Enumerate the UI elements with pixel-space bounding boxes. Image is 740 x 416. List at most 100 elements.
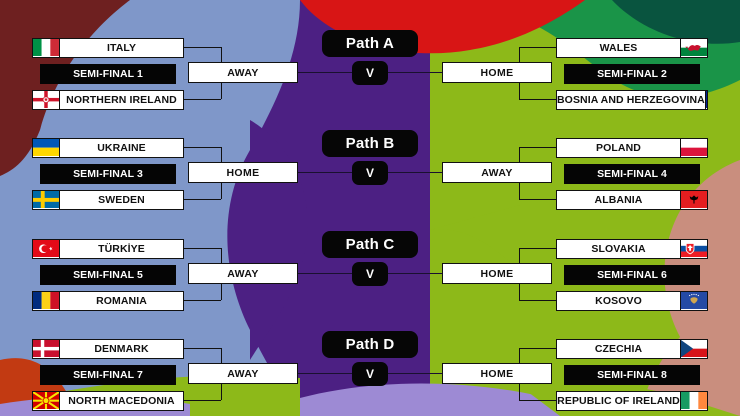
connector-right-top <box>519 248 556 250</box>
path-name: Path A <box>345 35 395 52</box>
team-name: DENMARK <box>94 342 149 355</box>
team-box-left-bottom[interactable]: NORTH MACEDONIA <box>32 391 184 411</box>
team-name: POLAND <box>596 141 641 154</box>
team-box-left-top[interactable]: UKRAINE <box>32 138 184 158</box>
versus-label: V <box>365 166 374 180</box>
semifinal-bar-right: SEMI-FINAL 6 <box>564 265 700 285</box>
venue-box-right: AWAY <box>442 162 552 183</box>
team-box-right-top[interactable]: SLOVAKIA <box>556 239 708 259</box>
team-name: SWEDEN <box>98 193 145 206</box>
connector-right-top <box>519 348 556 350</box>
team-name: CZECHIA <box>594 342 643 355</box>
flag-icon-albania <box>680 191 707 209</box>
team-name: SLOVAKIA <box>591 242 646 255</box>
team-box-right-bottom[interactable]: ALBANIA <box>556 190 708 210</box>
connector-right-bottom <box>519 199 556 201</box>
versus-badge: V <box>352 362 388 386</box>
connector-centre-right <box>388 273 442 275</box>
connector-right-bottom <box>519 99 556 101</box>
team-name: ALBANIA <box>594 193 643 206</box>
path-name: Path D <box>345 336 395 353</box>
team-box-right-bottom[interactable]: KOSOVO <box>556 291 708 311</box>
semifinal-bar-left: SEMI-FINAL 3 <box>40 164 176 184</box>
flag-icon-north-macedonia <box>33 392 60 410</box>
team-name: REPUBLIC OF IRELAND <box>557 394 680 407</box>
semifinal-label: SEMI-FINAL 4 <box>597 167 667 180</box>
connector-centre-right <box>388 72 442 74</box>
connector-left-bottom <box>184 99 221 101</box>
bracket-row-path-c: TÜRKİYE SEMI-FINAL 5 ROMANIA SLOVAKIA SE… <box>0 215 740 315</box>
connector-centre-right <box>388 373 442 375</box>
connector-centre-left <box>298 72 352 74</box>
flag-icon-denmark <box>33 340 60 358</box>
path-label-path-c: Path C <box>322 231 418 258</box>
team-box-right-bottom[interactable]: BOSNIA AND HERZEGOVINA <box>556 90 708 110</box>
versus-badge: V <box>352 61 388 85</box>
bracket-row-path-a: ITALY SEMI-FINAL 1 NORTHERN IRELAND WALE… <box>0 14 740 114</box>
connector-centre-left <box>298 172 352 174</box>
connector-left-top <box>184 147 221 149</box>
versus-badge: V <box>352 161 388 185</box>
team-box-left-bottom[interactable]: NORTHERN IRELAND <box>32 90 184 110</box>
connector-left-top <box>184 248 221 250</box>
connector-right-top <box>519 147 556 149</box>
venue-label: AWAY <box>227 267 259 280</box>
team-name: UKRAINE <box>97 141 146 154</box>
team-box-left-top[interactable]: DENMARK <box>32 339 184 359</box>
venue-label: HOME <box>226 166 260 179</box>
venue-box-left: AWAY <box>188 363 298 384</box>
flag-icon-turkiye <box>33 240 60 258</box>
flag-icon-northern-ireland <box>33 91 60 109</box>
team-box-left-top[interactable]: ITALY <box>32 38 184 58</box>
semifinal-bar-left: SEMI-FINAL 1 <box>40 64 176 84</box>
path-label-path-a: Path A <box>322 30 418 57</box>
flag-icon-slovakia <box>680 240 707 258</box>
team-name: NORTH MACEDONIA <box>68 394 175 407</box>
team-name: ROMANIA <box>96 294 147 307</box>
bracket-row-path-b: UKRAINE SEMI-FINAL 3 SWEDEN POLAND SEMI-… <box>0 114 740 214</box>
connector-left-top <box>184 47 221 49</box>
connector-right-bottom <box>519 400 556 402</box>
flag-icon-kosovo <box>680 292 707 310</box>
team-box-left-bottom[interactable]: ROMANIA <box>32 291 184 311</box>
semifinal-bar-right: SEMI-FINAL 8 <box>564 365 700 385</box>
venue-box-left: HOME <box>188 162 298 183</box>
connector-left-bottom <box>184 199 221 201</box>
flag-icon-romania <box>33 292 60 310</box>
team-box-left-bottom[interactable]: SWEDEN <box>32 190 184 210</box>
connector-left-bottom <box>184 300 221 302</box>
semifinal-label: SEMI-FINAL 6 <box>597 268 667 281</box>
team-box-right-bottom[interactable]: REPUBLIC OF IRELAND <box>556 391 708 411</box>
venue-label: HOME <box>480 267 514 280</box>
flag-icon-bosnia-and-herzegovina <box>704 91 707 109</box>
team-box-right-top[interactable]: WALES <box>556 38 708 58</box>
connector-right-bottom <box>519 300 556 302</box>
connector-centre-left <box>298 373 352 375</box>
venue-label: AWAY <box>481 166 513 179</box>
path-name: Path C <box>345 236 395 253</box>
path-name: Path B <box>345 135 395 152</box>
venue-box-left: AWAY <box>188 263 298 284</box>
team-box-left-top[interactable]: TÜRKİYE <box>32 239 184 259</box>
versus-label: V <box>365 367 374 381</box>
versus-label: V <box>365 267 374 281</box>
bracket-row-path-d: DENMARK SEMI-FINAL 7 NORTH MACEDONIA CZE… <box>0 315 740 415</box>
semifinal-bar-right: SEMI-FINAL 4 <box>564 164 700 184</box>
team-name: KOSOVO <box>595 294 642 307</box>
flag-icon-czechia <box>680 340 707 358</box>
team-name: BOSNIA AND HERZEGOVINA <box>557 93 705 106</box>
venue-box-left: AWAY <box>188 62 298 83</box>
team-box-right-top[interactable]: POLAND <box>556 138 708 158</box>
flag-icon-sweden <box>33 191 60 209</box>
connector-left-bottom <box>184 400 221 402</box>
path-label-path-b: Path B <box>322 130 418 157</box>
team-box-right-top[interactable]: CZECHIA <box>556 339 708 359</box>
connector-centre-right <box>388 172 442 174</box>
team-name: WALES <box>599 41 638 54</box>
semifinal-label: SEMI-FINAL 5 <box>73 268 143 281</box>
connector-left-top <box>184 348 221 350</box>
semifinal-bar-left: SEMI-FINAL 5 <box>40 265 176 285</box>
venue-box-right: HOME <box>442 263 552 284</box>
semifinal-label: SEMI-FINAL 7 <box>73 368 143 381</box>
